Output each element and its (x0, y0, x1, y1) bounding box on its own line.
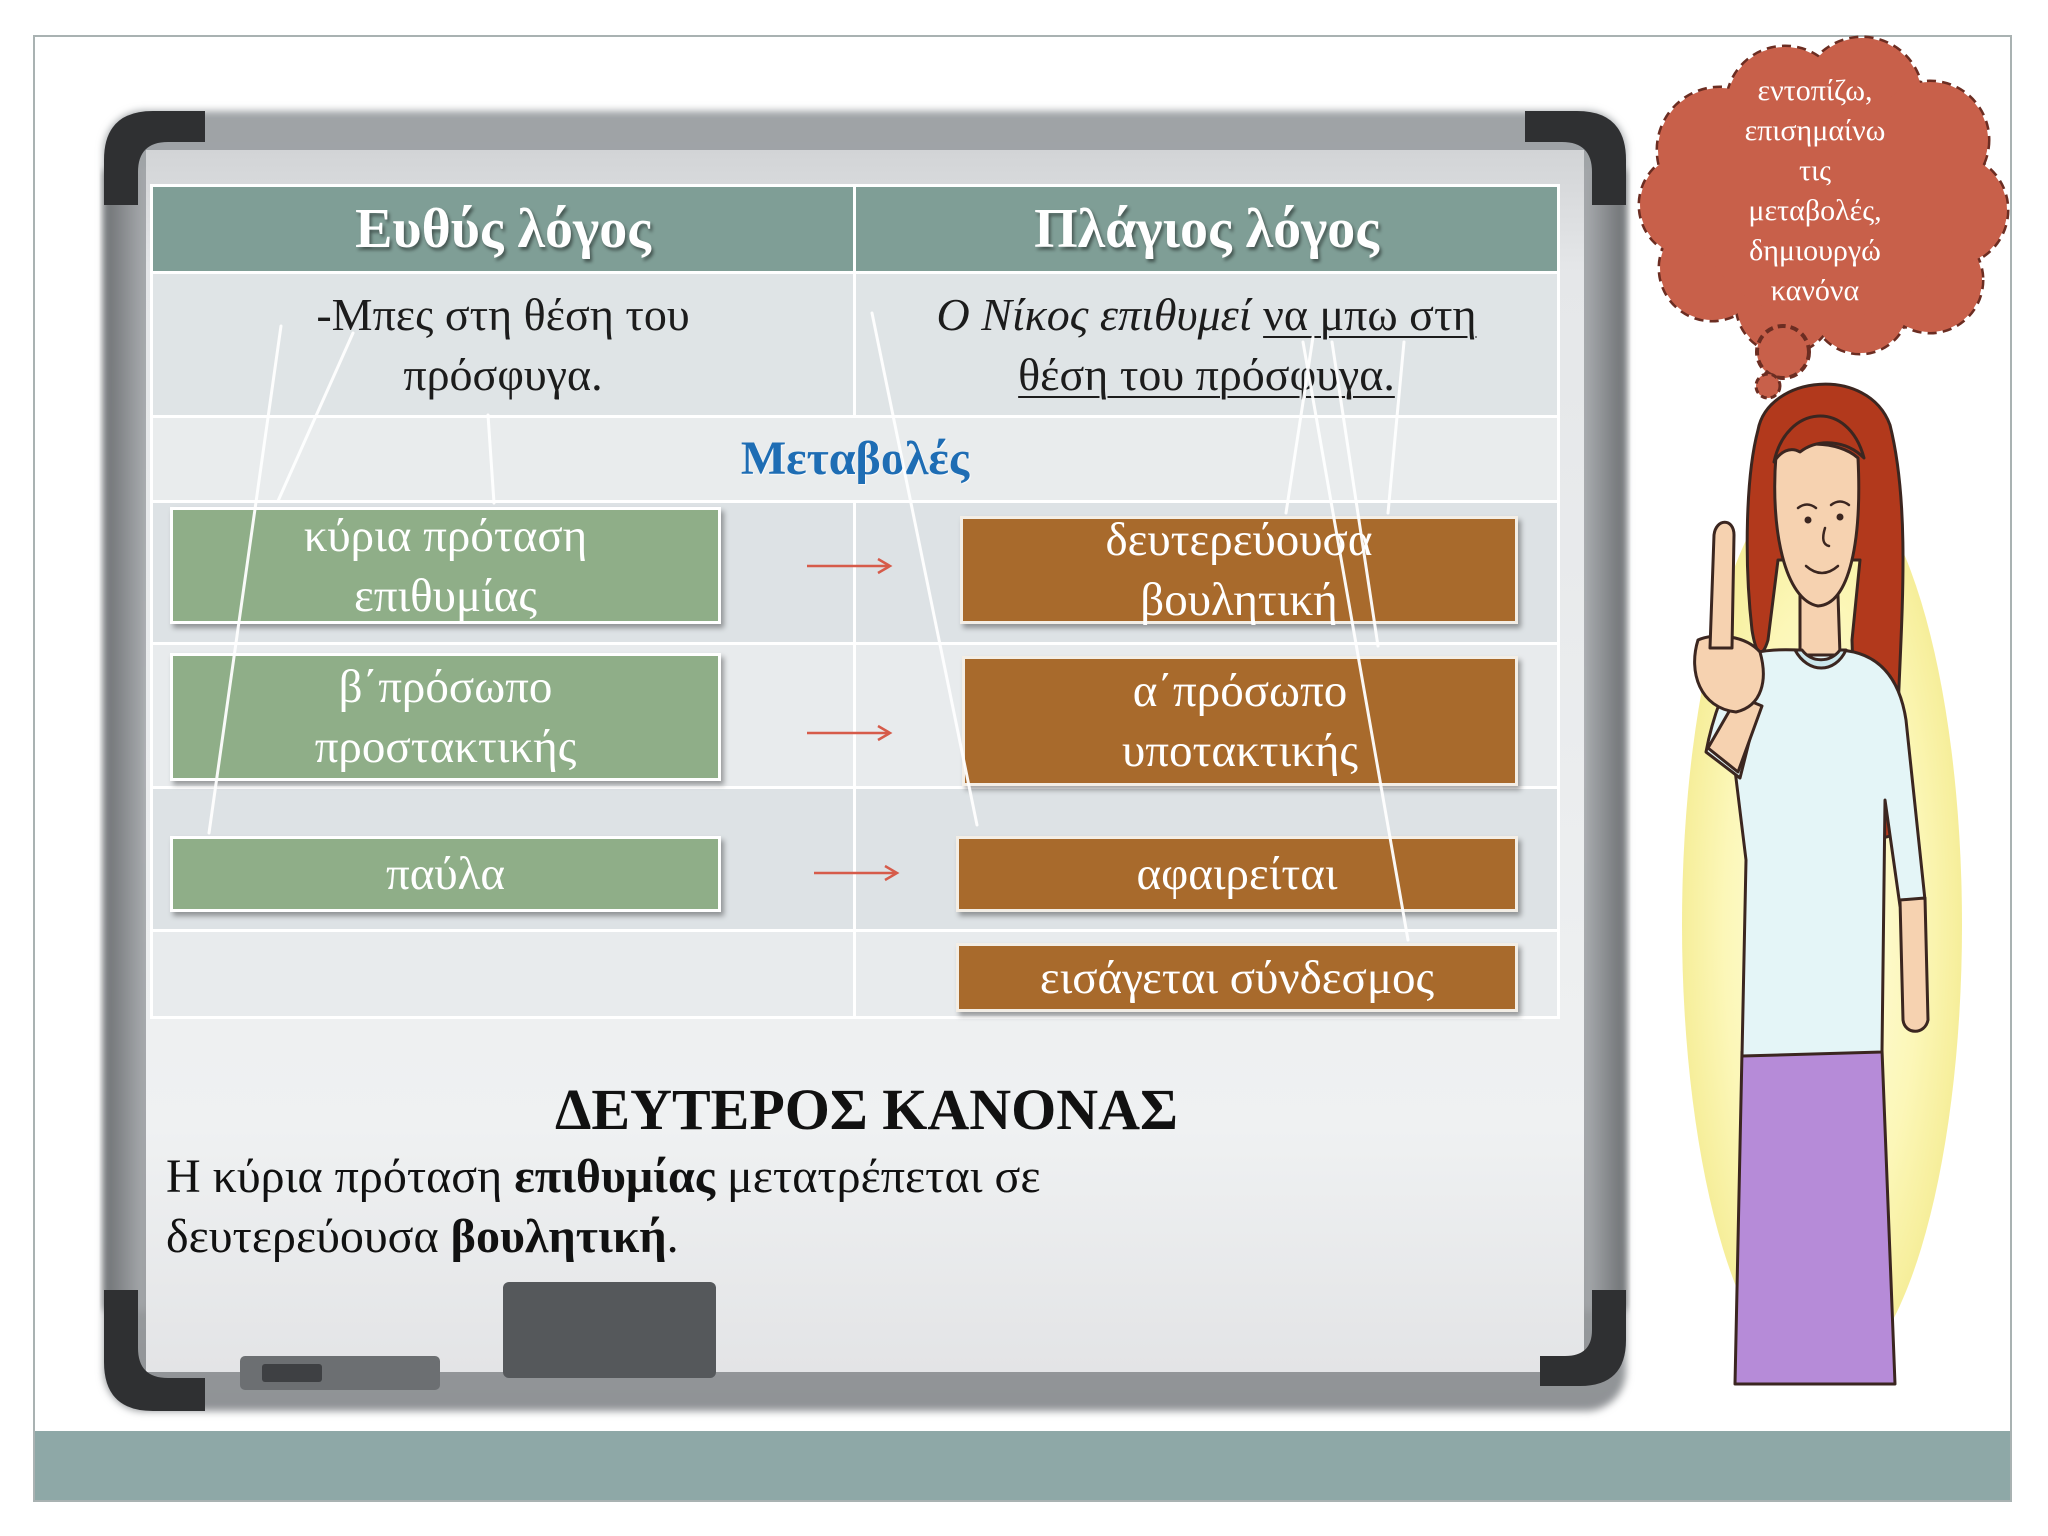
rule-text-part: μετατρέπεται σε (715, 1150, 1041, 1203)
header-direct-speech-label: Ευθύς λόγος (355, 198, 651, 260)
indirect-change-line: δευτερεύουσα (1105, 514, 1373, 566)
indirect-example-clause: να μπω στη (1263, 288, 1477, 340)
direct-change-box: κύρια πρόταση επιθυμίας (170, 507, 721, 624)
indirect-example-line: Ο Νίκος επιθυμεί να μπω στη (937, 285, 1477, 345)
rule-line: δευτερεύουσα βουλητική. (166, 1207, 1586, 1267)
indirect-change-line: βουλητική (1140, 574, 1338, 626)
header-indirect-speech-label: Πλάγιος λόγος (1034, 198, 1379, 260)
rule-keyword: επιθυμίας (514, 1150, 716, 1203)
thought-cloud-text: εντοπίζω, επισημαίνω τις μεταβολές, δημι… (1665, 71, 1965, 311)
indirect-change-box: α΄πρόσωπο υποτακτικής (962, 656, 1518, 786)
rule-text-part: . (666, 1210, 679, 1263)
indirect-example-clause: θέση του πρόσφυγα. (1018, 348, 1395, 400)
direct-change-line: β΄πρόσωπο (338, 661, 553, 713)
indirect-change-line: υποτακτικής (1121, 725, 1359, 777)
header-indirect-speech: Πλάγιος λόγος (856, 187, 1557, 271)
rule-text-part: Η κύρια πρόταση (166, 1150, 515, 1203)
arrow-right-icon (807, 724, 893, 742)
cloud-line: κανόνα (1770, 274, 1860, 307)
slide-border (33, 35, 2012, 1502)
direct-example-line: -Μπες στη θέση του (316, 288, 690, 340)
direct-change-line: κύρια πρόταση (303, 509, 588, 562)
indirect-change-line: εισάγεται σύνδεσμος (1039, 951, 1435, 1004)
indirect-change-box: δευτερεύουσα βουλητική (960, 514, 1518, 626)
direct-change-line: προστακτικής (314, 721, 577, 773)
cloud-line: τις (1798, 154, 1831, 187)
column-divider (853, 187, 856, 418)
changes-label: Μεταβολές (740, 432, 970, 485)
header-direct-speech: Ευθύς λόγος (153, 187, 853, 271)
rule-title: ΔΕΥΤΕΡΟΣ ΚΑΝΟΝΑΣ (555, 1077, 1178, 1142)
arrow-right-icon (814, 864, 900, 882)
direct-example-line: πρόσφυγα. (403, 348, 603, 400)
rule-keyword: βουλητική (450, 1210, 667, 1263)
direct-change-line: παύλα (385, 848, 506, 900)
direct-change-box: β΄πρόσωπο προστακτικής (170, 653, 721, 781)
changes-label-cell: Μεταβολές (153, 418, 1557, 500)
indirect-example-subject: Ο Νίκος επιθυμεί (936, 288, 1252, 340)
slide-footer-bar (35, 1431, 2010, 1500)
cloud-line: μεταβολές, (1748, 194, 1882, 227)
column-divider (853, 503, 856, 1016)
indirect-example-line: θέση του πρόσφυγα. (1018, 345, 1395, 405)
indirect-change-box: αφαιρείται (956, 836, 1518, 912)
arrow-right-icon (807, 557, 893, 575)
cloud-line: δημιουργώ (1749, 234, 1881, 267)
direct-example: -Μπες στη θέση του πρόσφυγα. (153, 274, 853, 415)
indirect-change-box: εισάγεται σύνδεσμος (956, 943, 1518, 1012)
rule-text-part: δευτερεύουσα (166, 1210, 451, 1263)
rule-line: Η κύρια πρόταση επιθυμίας μετατρέπεται σ… (166, 1147, 1586, 1207)
cloud-line: εντοπίζω, (1757, 74, 1873, 107)
rule-text: Η κύρια πρόταση επιθυμίας μετατρέπεται σ… (166, 1147, 1586, 1267)
indirect-change-line: α΄πρόσωπο (1132, 665, 1348, 717)
indirect-example: Ο Νίκος επιθυμεί να μπω στη θέση του πρό… (856, 274, 1557, 415)
indirect-change-line: αφαιρείται (1136, 848, 1338, 900)
direct-change-line: επιθυμίας (354, 569, 537, 622)
direct-change-box: παύλα (170, 836, 721, 912)
cloud-line: επισημαίνω (1744, 114, 1886, 147)
